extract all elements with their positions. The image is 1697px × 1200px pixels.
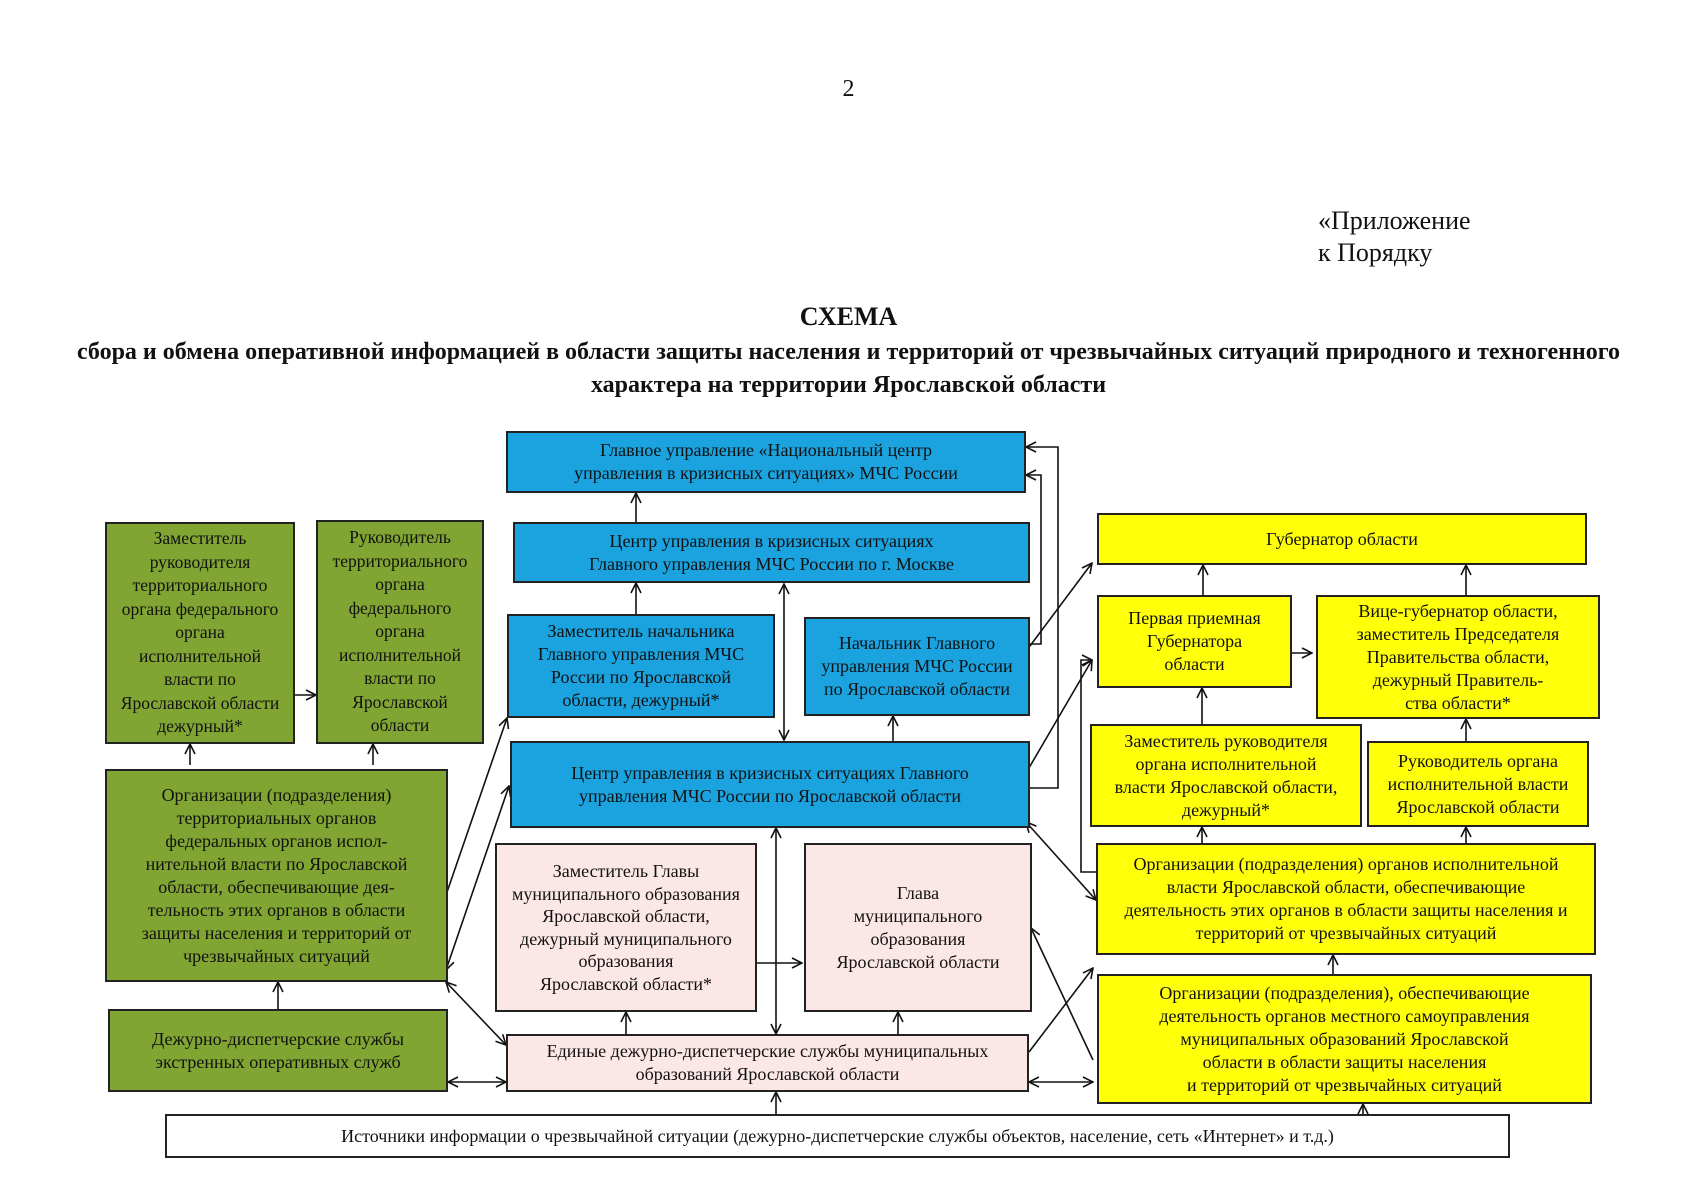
appendix-line-1: «Приложение <box>1318 206 1471 235</box>
arrow-edds-fed-orgs-bidir <box>446 982 506 1045</box>
box-head-mun: Глава муниципального образования Ярослав… <box>804 843 1032 1012</box>
box-governor: Губернатор области <box>1097 513 1587 565</box>
box-sources: Источники информации о чрезвычайной ситу… <box>165 1114 1510 1158</box>
box-cuks-moscow: Центр управления в кризисных ситуациях Г… <box>513 522 1030 583</box>
box-fed-orgs: Организации (подразделения) территориаль… <box>105 769 448 982</box>
arrow-cuks-yar-reg-orgs-bidir <box>1026 822 1096 900</box>
appendix-note: «Приложение к Порядку <box>1318 205 1471 269</box>
arrow-fed-orgs-cuks-yar-bidir <box>446 786 509 970</box>
box-reception: Первая приемная Губернатора области <box>1097 595 1292 688</box>
box-dds: Дежурно-диспетчерские службы экстренных … <box>108 1009 448 1092</box>
arrow-cuks-yar-to-ncuks <box>1026 447 1059 789</box>
box-mun-orgs: Организации (подразделения), обеспечиваю… <box>1097 974 1592 1104</box>
box-deputy-head-mchs: Заместитель начальника Главного управлен… <box>507 614 775 718</box>
arrow-head-mchs-to-governor <box>1020 563 1092 659</box>
box-cuks-yar: Центр управления в кризисных ситуациях Г… <box>510 741 1030 828</box>
box-head-mchs: Начальник Главного управления МЧС России… <box>804 617 1030 716</box>
box-deputy-fed: Заместитель руководителя территориальног… <box>105 522 295 744</box>
box-edds: Единые дежурно-диспетчерские службы муни… <box>506 1034 1029 1092</box>
box-head-reg: Руководитель органа исполнительной власт… <box>1367 741 1589 827</box>
document-subtitle: сбора и обмена оперативной информацией в… <box>76 339 1621 398</box>
box-deputy-mun: Заместитель Главы муниципального образов… <box>495 843 757 1012</box>
box-deputy-reg: Заместитель руководителя органа исполнит… <box>1090 724 1362 827</box>
appendix-line-2: к Порядку <box>1318 238 1433 267</box>
arrow-mun-orgs-to-head-mun <box>1031 928 1094 1061</box>
box-head-fed: Руководитель территориального органа фед… <box>316 520 484 744</box>
box-vice-gov: Вице-губернатор области, заместитель Пре… <box>1316 595 1600 719</box>
document-title: СХЕМА <box>799 302 898 331</box>
arrow-cuks-yar-to-reception <box>1025 660 1092 774</box>
page-number: 2 <box>842 76 855 102</box>
box-reg-orgs: Организации (подразделения) органов испо… <box>1096 843 1596 955</box>
arrow-edds-to-mun-orgs <box>1028 968 1093 1053</box>
box-ncuks: Главное управление «Национальный центр у… <box>506 431 1026 493</box>
